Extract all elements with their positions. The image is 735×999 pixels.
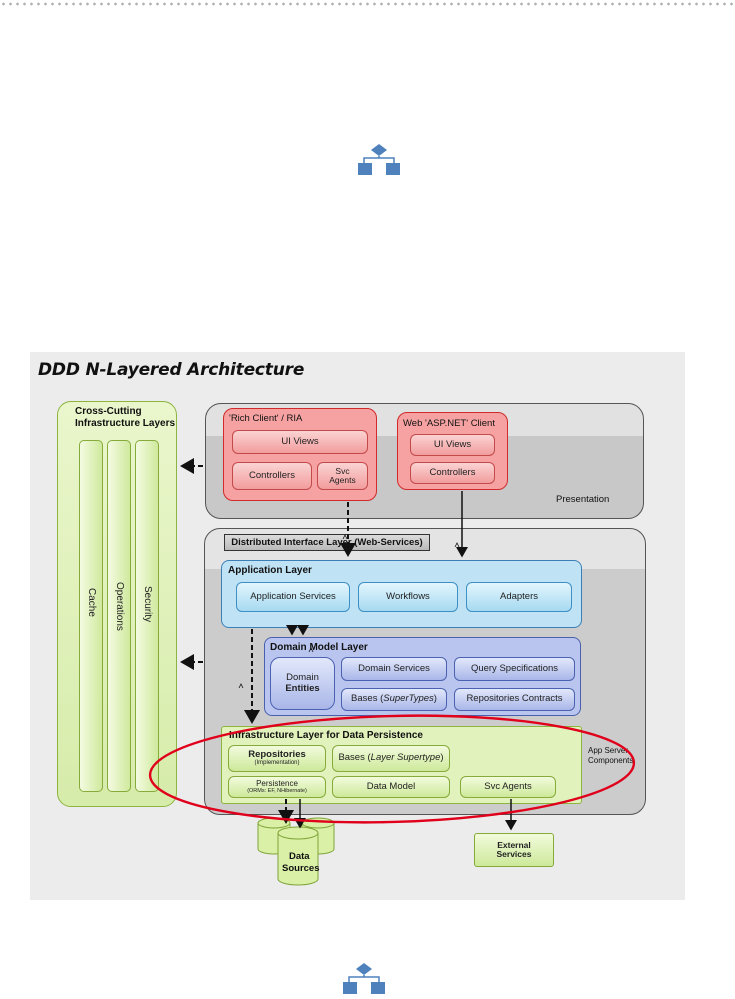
- dotted-divider: [0, 2, 735, 6]
- data-sources-label-1: Data: [289, 851, 310, 862]
- operations-column: [107, 440, 131, 792]
- query-specifications: Query Specifications: [454, 657, 575, 681]
- persistence-box: Persistence (ORMs: EF, NHibernate): [228, 776, 326, 798]
- diagram-title: DDD N-Layered Architecture: [38, 360, 305, 380]
- domain-entities: Domain Entities: [270, 657, 335, 710]
- rich-svc-agents-line2: Agents: [329, 475, 356, 485]
- application-services: Application Services: [236, 582, 350, 612]
- domain-bases-prefix: Bases (: [351, 693, 384, 705]
- rich-svc-agents-line1: Svc: [335, 465, 350, 476]
- web-controllers: Controllers: [410, 462, 495, 484]
- domain-model-layer-title: Domain Model Layer: [270, 642, 368, 653]
- application-layer-title: Application Layer: [228, 565, 312, 576]
- adapters: Adapters: [466, 582, 572, 612]
- web-client-title: Web 'ASP.NET' Client: [403, 418, 495, 429]
- persistence-label: Persistence: [256, 778, 298, 788]
- external-label-2: Services: [496, 849, 532, 859]
- data-sources-label-2: Sources: [282, 863, 320, 874]
- flowchart-icon: [358, 144, 400, 175]
- workflows: Workflows: [358, 582, 458, 612]
- infra-bases: Bases (Layer Supertype): [332, 745, 450, 772]
- app-server-label-1: App Server: [588, 746, 629, 755]
- cross-cutting-title-2: Infrastructure Layers: [75, 418, 176, 429]
- domain-entities-line1: Domain: [286, 672, 319, 684]
- infrastructure-layer-title: Infrastructure Layer for Data Persistenc…: [229, 730, 423, 741]
- security-label: Security: [142, 586, 153, 623]
- app-server-label-2: Components: [588, 756, 634, 765]
- domain-bases-italic: SuperTypes: [383, 693, 434, 705]
- cache-column: [79, 440, 103, 792]
- domain-services: Domain Services: [341, 657, 447, 681]
- rich-ui-views: UI Views: [232, 430, 368, 454]
- operations-label: Operations: [114, 582, 125, 631]
- repositories-label: Repositories: [248, 748, 306, 760]
- repositories-contracts: Repositories Contracts: [454, 688, 575, 711]
- flowchart-icon-bottom: [343, 963, 385, 994]
- domain-bases-suffix: ): [433, 693, 437, 705]
- cross-cutting-title-1: Cross-Cutting: [75, 406, 142, 417]
- rich-client-title: 'Rich Client' / RIA: [229, 413, 303, 424]
- repositories-sub: (Implementation): [254, 760, 300, 767]
- cache-label: Cache: [86, 588, 97, 617]
- domain-bases: Bases (SuperTypes): [341, 688, 447, 711]
- data-model: Data Model: [332, 776, 450, 798]
- web-ui-views: UI Views: [410, 434, 495, 456]
- external-label-1: External: [497, 839, 531, 850]
- rich-svc-agents: Svc Agents: [317, 462, 368, 490]
- repositories-box: Repositories (Implementation): [228, 745, 326, 772]
- infra-bases-prefix: Bases (: [338, 752, 371, 764]
- persistence-sub: (ORMs: EF, NHibernate): [247, 788, 307, 795]
- infra-bases-italic: Layer Supertype: [370, 752, 441, 764]
- external-services: External Services: [474, 833, 554, 867]
- presentation-label: Presentation: [556, 494, 610, 505]
- domain-entities-line2: Entities: [285, 682, 320, 694]
- infra-svc-agents: Svc Agents: [460, 776, 556, 798]
- data-sources-cylinders: [257, 817, 335, 886]
- distributed-interface-layer: Distributed Interface Layer (Web-Service…: [224, 534, 430, 551]
- infra-bases-suffix: ): [440, 752, 444, 764]
- rich-controllers: Controllers: [232, 462, 312, 490]
